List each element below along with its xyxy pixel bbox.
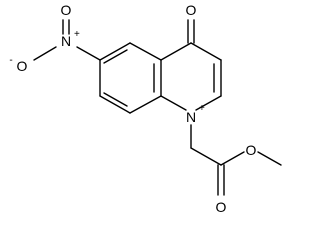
bond-c7-c8 bbox=[99, 95, 131, 114]
ring-nitrogen-charge: + bbox=[199, 103, 205, 114]
ketone-oxygen-label: O bbox=[186, 2, 197, 18]
ring-nitrogen-label: N bbox=[186, 109, 196, 125]
bond-c4a-c4 bbox=[160, 42, 192, 61]
nitro-oxygen-anion-label: O bbox=[17, 58, 28, 74]
nitro-oxygen-anion-charge: - bbox=[9, 55, 12, 66]
bond-c4-c3 bbox=[190, 42, 222, 61]
bond-c8-c8a bbox=[129, 95, 162, 114]
bond-lines bbox=[33, 19, 282, 196]
chemical-structure-diagram: O N + N + O O - O O bbox=[9, 2, 282, 215]
nitro-oxygen-double-label: O bbox=[61, 2, 72, 18]
ester-carbonyl-oxygen-label: O bbox=[216, 199, 227, 215]
bond-c7-c8-inner bbox=[103, 92, 128, 107]
bond-ch2-carbonyl-c bbox=[190, 147, 222, 166]
nitro-nitrogen-label: N bbox=[61, 33, 71, 49]
ester-ether-oxygen-label: O bbox=[246, 142, 257, 158]
bond-c5-c6 bbox=[99, 42, 131, 61]
bond-ether-o-methyl bbox=[257, 151, 282, 166]
atom-labels: O N + N + O O - O O bbox=[9, 2, 256, 215]
bond-c5-c6-inner bbox=[103, 49, 128, 64]
bond-nitro-n-o-single bbox=[33, 46, 57, 61]
bond-carbonyl-c-ether-o bbox=[220, 151, 245, 166]
bond-n1-c8a bbox=[160, 95, 187, 111]
nitro-nitrogen-charge: + bbox=[74, 29, 80, 40]
bond-c2-n1 bbox=[195, 95, 222, 111]
bond-c4a-c5 bbox=[129, 42, 162, 61]
bond-c6-nitro-n bbox=[76, 46, 101, 61]
